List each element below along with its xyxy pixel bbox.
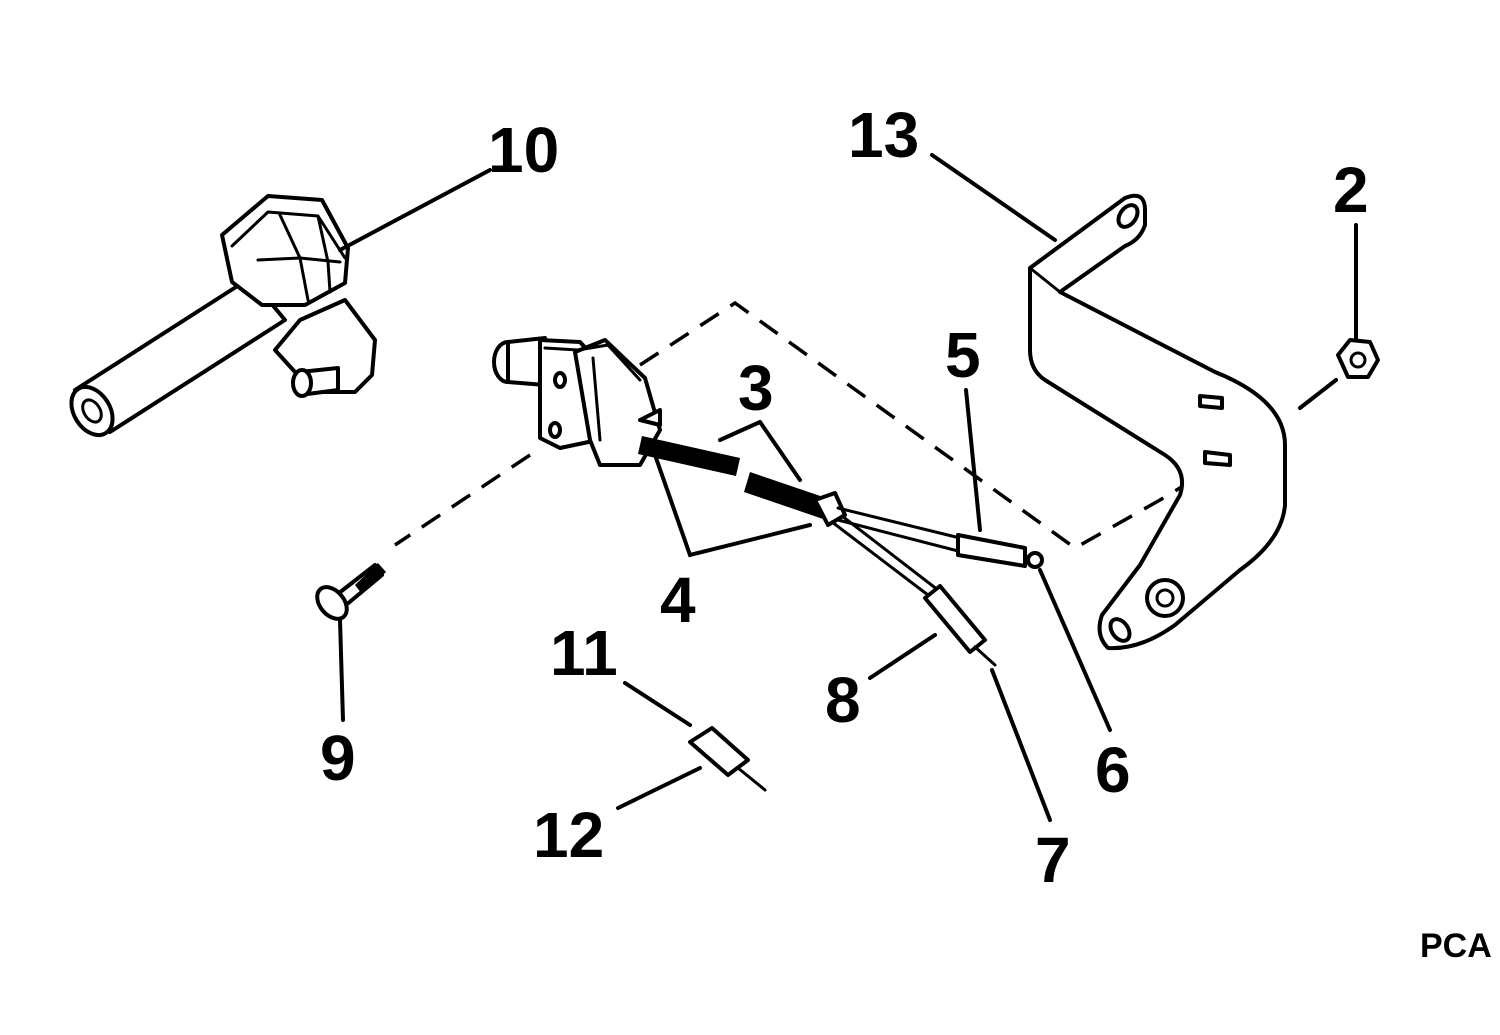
part-13-bracket	[1028, 193, 1287, 651]
part-2-nut	[1336, 338, 1380, 379]
part-switch-body	[492, 336, 662, 467]
callout-7: 7	[1035, 824, 1071, 896]
callout-3: 3	[738, 352, 774, 424]
callout-4: 4	[660, 564, 696, 636]
part-11-12-terminal	[688, 726, 767, 792]
callout-11: 11	[550, 617, 618, 689]
callout-labels: 10 13 2 5 3 4 11 8 9 6 12 7 PCA	[320, 99, 1492, 965]
part-9-screw	[315, 563, 386, 621]
figure-code: PCA	[1420, 927, 1492, 965]
callout-8: 8	[825, 664, 861, 736]
callout-6: 6	[1095, 734, 1131, 806]
leader-lines	[338, 153, 1358, 822]
callout-12: 12	[533, 799, 604, 871]
callout-2: 2	[1333, 154, 1369, 226]
callout-5: 5	[945, 319, 981, 391]
wire-leads	[638, 436, 1044, 667]
part-10-handle	[69, 194, 377, 438]
callout-10: 10	[488, 114, 559, 186]
callout-13: 13	[848, 99, 919, 171]
callout-9: 9	[320, 722, 356, 794]
